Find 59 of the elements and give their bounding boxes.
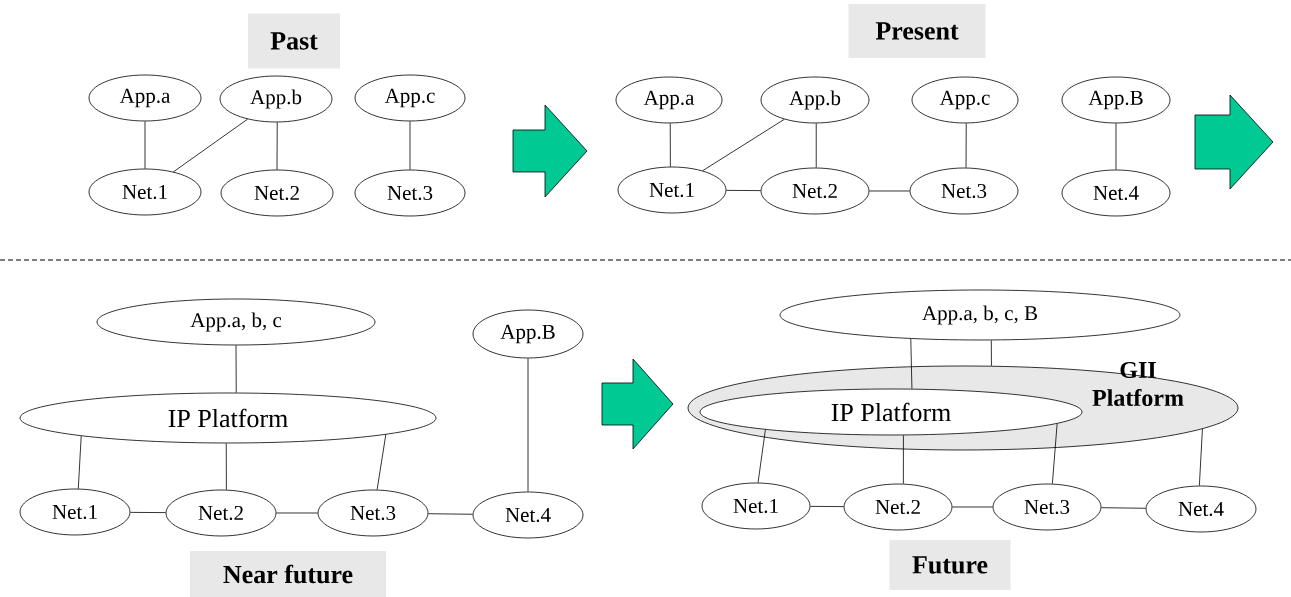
connector-line <box>702 118 785 172</box>
connector-line <box>669 123 671 167</box>
heading-box: Future <box>889 540 1011 590</box>
heading-box: Near future <box>190 551 386 597</box>
ellipse-node: Net.1 <box>88 168 202 216</box>
heading-box: Past <box>248 13 340 69</box>
connector-line <box>952 506 993 508</box>
ellipse-node: Net.2 <box>165 489 277 537</box>
ellipse-node: Net.3 <box>317 489 429 537</box>
connector-line <box>225 443 227 491</box>
ellipse-node: Net.3 <box>909 167 1019 215</box>
ellipse-node: Net.2 <box>760 167 870 215</box>
connector-line <box>990 339 992 367</box>
ellipse-node: Net.1 <box>19 488 131 536</box>
ellipse-node: Net.4 <box>1145 485 1257 533</box>
ellipse-node: Net.4 <box>1061 169 1171 217</box>
connector-line <box>376 434 387 491</box>
ellipse-node: Net.4 <box>472 491 584 539</box>
connector-line <box>130 511 166 513</box>
connector-line <box>144 121 146 169</box>
ellipse-node: App.b <box>219 75 333 123</box>
connector-line <box>77 435 82 490</box>
connector-line <box>409 121 411 170</box>
ellipse-node: Net.1 <box>701 482 811 530</box>
connector-line <box>1115 123 1117 170</box>
connector-line <box>276 512 318 514</box>
ellipse-node: App.B <box>1061 76 1171 124</box>
ellipse-node: App.c <box>911 76 1019 124</box>
connector-line <box>965 123 967 168</box>
ellipse-node: App.a, b, c <box>96 298 376 346</box>
ellipse-node: IP Platform <box>699 388 1083 436</box>
connector-line <box>428 513 474 515</box>
ellipse-node: App.c <box>354 74 466 122</box>
connector-line <box>910 338 913 390</box>
connector-line <box>757 429 766 483</box>
ellipse-node: Net.2 <box>843 483 953 531</box>
connector-line <box>1051 423 1058 485</box>
heading-box: Present <box>848 4 986 58</box>
ellipse-node: App.a <box>615 76 723 124</box>
connector-line <box>1100 507 1147 509</box>
connector-line <box>276 122 278 170</box>
ellipse-node: Net.3 <box>354 169 466 217</box>
ellipse-node: Net.2 <box>220 169 334 217</box>
ellipse-node: Net.3 <box>992 483 1102 531</box>
connector-line <box>235 345 237 393</box>
ellipse-node: App.a, b, c, B <box>779 289 1181 341</box>
connector-line <box>810 505 844 507</box>
connector-line <box>815 123 817 168</box>
connector-line <box>902 434 904 485</box>
connector-line <box>869 190 910 192</box>
ellipse-node: App.b <box>760 76 870 124</box>
ellipse-node: Net.1 <box>617 166 727 214</box>
connector-line <box>1198 428 1203 486</box>
connector-line <box>173 118 248 173</box>
connector-line <box>527 358 529 492</box>
ellipse-node: IP Platform <box>19 392 437 444</box>
connector-line <box>726 190 761 191</box>
ellipse-node: App.a <box>88 74 202 122</box>
ellipse-node: App.B <box>472 309 584 359</box>
